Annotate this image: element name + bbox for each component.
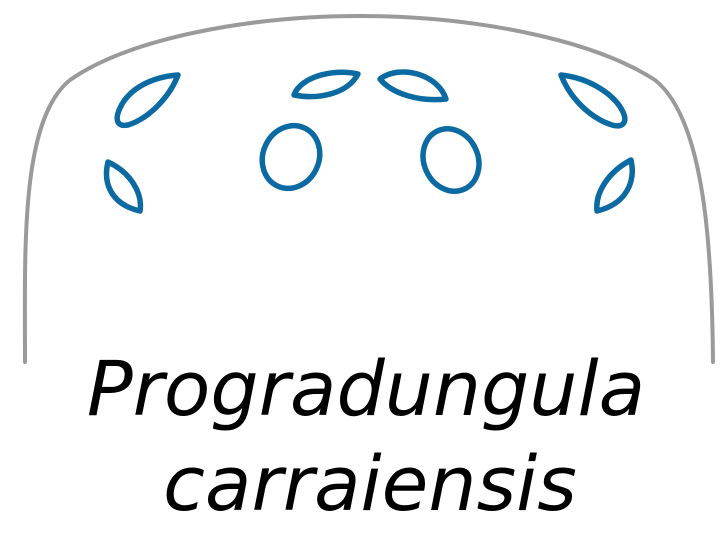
carapace-outline [22,14,715,364]
species-genus-label: Progradungula [87,344,645,433]
right-anterior-lateral-eye [594,157,635,214]
left-anterior-lateral-eye [103,159,144,214]
right-posterior-lateral-eye [558,72,628,129]
species-epithet-label: carraiensis [163,439,577,528]
left-posterior-lateral-eye [114,72,181,129]
left-posterior-median-eye [291,69,361,100]
right-posterior-median-eye [377,69,449,103]
left-anterior-median-eye [259,122,323,192]
right-anterior-median-eye [420,126,482,194]
eye-group [103,69,635,214]
